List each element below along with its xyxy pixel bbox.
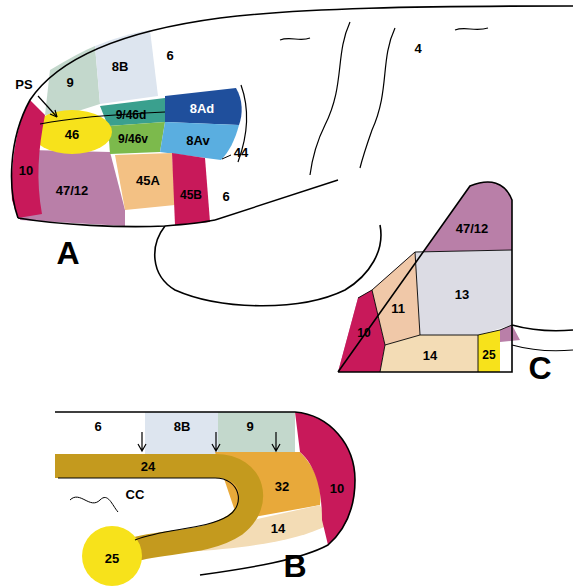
outline-continuation [512,345,573,351]
area-45a [115,153,175,210]
area-number: 8B [174,420,191,433]
area-number: 9 [66,76,73,89]
area-number: 10 [330,482,344,495]
area-10 [295,412,355,545]
area-45b [172,153,210,225]
area-14 [380,335,478,372]
leader-line [38,96,57,117]
sylvian-fissure [215,180,338,220]
area-number: 8B [112,60,129,73]
corpus-callosum-outline [58,478,238,540]
area-number: 32 [275,480,289,493]
area-9 [218,412,295,454]
panel-letter: B [283,550,306,582]
area-number: 13 [455,288,469,301]
orbital-view [338,182,573,372]
arrowhead [50,110,57,117]
area-9-46v [108,122,165,154]
area-number: 44 [234,146,248,159]
border-arrow [272,432,280,451]
leader-line [222,155,231,159]
area-13 [415,250,512,335]
area-25 [478,330,500,372]
area-number: 14 [271,522,285,535]
area-8b [95,30,158,104]
medial-outline [55,412,355,575]
area-number: 6 [94,420,101,433]
area-number: 47/12 [56,184,89,197]
area-number: 14 [423,349,437,362]
area-6 [58,412,145,454]
area-number: 10 [357,327,370,339]
area-8b [145,412,218,454]
area-number: 9/46v [118,133,148,145]
border-arrow [212,432,220,451]
area-47-12 [338,182,512,372]
area-number: 46 [65,128,79,141]
medial-view [55,412,355,586]
area-number: 25 [482,349,495,361]
area-number: 24 [141,460,155,473]
area-24-band [55,466,251,552]
central-sulcus [310,22,350,175]
area-number: 6 [166,49,173,62]
structure-label: CC [126,488,145,501]
sulcus-line [360,28,395,168]
area-8ad [165,88,242,125]
brain-outline [18,218,215,227]
sulcus-label: PS [15,78,32,91]
orbital-outline [338,182,573,372]
area-number: 10 [19,164,33,177]
temporal-lobe-outline [155,225,381,306]
area-9 [45,46,100,115]
area-border [358,250,512,372]
area-number: 8Ad [190,102,215,115]
area-number: 6 [222,190,229,203]
area-number: 25 [105,552,119,565]
area-number: 45B [180,189,202,201]
panel-letter: C [528,352,551,384]
area-number: 9 [246,420,253,433]
border-arrow [138,432,146,451]
panel-letter: A [56,237,79,269]
area-patch [500,325,520,342]
area-number: 8Av [186,134,209,147]
area-25 [82,526,142,586]
sulcus-line [280,38,310,40]
area-number: 45A [136,174,160,187]
area-number: 9/46d [116,109,147,121]
area-number: 47/12 [456,222,489,235]
area-number: 4 [414,42,421,55]
ventricle-line [70,497,118,512]
sulcus-line [455,28,488,30]
area-number: 11 [391,302,405,315]
area-10 [12,100,45,218]
